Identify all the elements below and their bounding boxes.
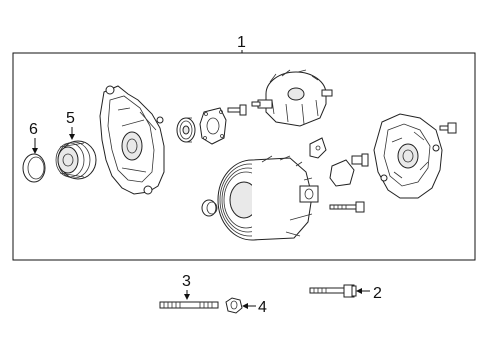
- nut-part: [225, 297, 243, 314]
- bolt-part: [309, 284, 357, 298]
- stator-part: [217, 155, 319, 241]
- callout-1-label: 1: [237, 34, 246, 51]
- regulator-part: [329, 153, 369, 187]
- callout-1: 1: [237, 34, 246, 53]
- callout-4-label: 4: [258, 299, 267, 316]
- callout-2-label: 2: [373, 285, 382, 302]
- retainer-plate-part: [199, 107, 227, 145]
- rear-screw-part: [439, 122, 457, 134]
- rear-cap-part: [22, 153, 46, 183]
- callout-5-label: 5: [66, 110, 75, 127]
- callout-2: 2: [356, 285, 382, 302]
- drive-end-frame-part: [99, 85, 165, 195]
- through-bolt-part: [329, 201, 365, 213]
- callout-5: 5: [66, 110, 75, 140]
- callout-4: 4: [242, 299, 267, 316]
- rear-end-frame-part: [373, 113, 443, 199]
- callout-6-label: 6: [29, 121, 38, 138]
- callout-3-label: 3: [182, 273, 191, 290]
- assembly-frame: [12, 52, 476, 261]
- pulley-part: [55, 140, 97, 180]
- bearing-part: [176, 117, 196, 143]
- brush-holder-part: [309, 137, 327, 159]
- callout-3: 3: [182, 273, 191, 300]
- stud-part: [159, 301, 219, 309]
- bushing-part: [201, 199, 218, 217]
- callout-6: 6: [29, 121, 38, 154]
- plate-screw-part: [227, 104, 247, 116]
- rotor-part: [251, 69, 333, 127]
